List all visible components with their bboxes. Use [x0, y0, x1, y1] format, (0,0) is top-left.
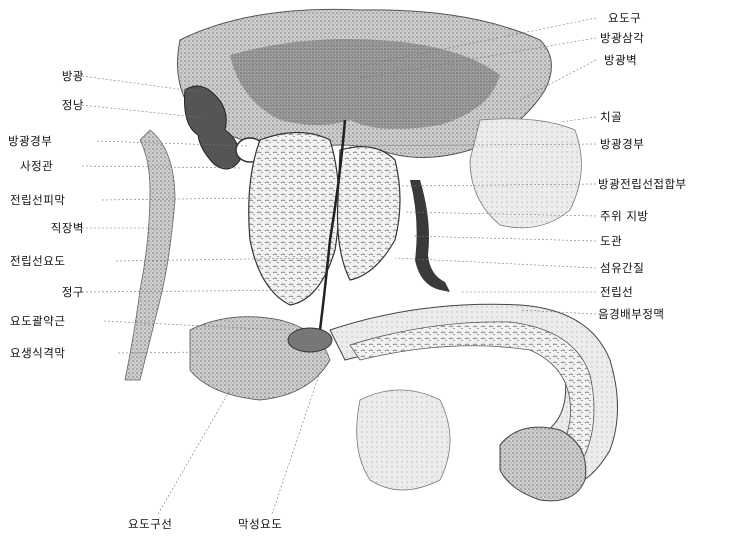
label-pubic-bone: 치골 [600, 109, 622, 125]
label-bladder-neck-right: 방광경부 [600, 136, 644, 152]
label-verumontanum: 정구 [20, 284, 84, 300]
label-seminal-vesicle: 정낭 [20, 97, 84, 113]
label-bulbourethral-gland: 요도구선 [128, 516, 172, 532]
label-bladder-prostate-junction: 방광전립선접합부 [598, 176, 687, 192]
label-prostatic-urethra: 전립선요도 [10, 253, 65, 269]
label-membranous-urethra: 막성요도 [238, 516, 282, 532]
label-urethral-orifice: 요도구 [608, 10, 641, 26]
label-trigone: 방광삼각 [600, 30, 644, 46]
label-rectal-wall: 직장벽 [20, 220, 84, 236]
label-duct: 도관 [600, 233, 622, 249]
label-bladder-wall: 방광벽 [604, 52, 637, 68]
label-urethral-sphincter: 요도괄약근 [10, 313, 65, 329]
prostate-right-lobe [338, 147, 401, 280]
label-prostate-capsule: 전립선피막 [10, 192, 65, 208]
label-dorsal-penile-vein: 음경배부정맥 [598, 306, 664, 322]
rectum-shape [125, 130, 175, 380]
label-urogenital-diaphragm: 요생식격막 [10, 345, 65, 361]
pubic-bone-shape [470, 119, 581, 228]
label-ejaculatory-duct: 사정관 [20, 158, 53, 174]
label-bladder: 방광 [20, 68, 84, 84]
label-periprostatic-fat: 주위 지방 [600, 208, 648, 224]
glans-shape [500, 427, 586, 501]
label-fibrous-stroma: 섬유간질 [600, 260, 644, 276]
label-bladder-neck-left: 방광경부 [8, 133, 52, 149]
label-prostate: 전립선 [600, 284, 633, 300]
scrotum-shape [357, 390, 450, 490]
